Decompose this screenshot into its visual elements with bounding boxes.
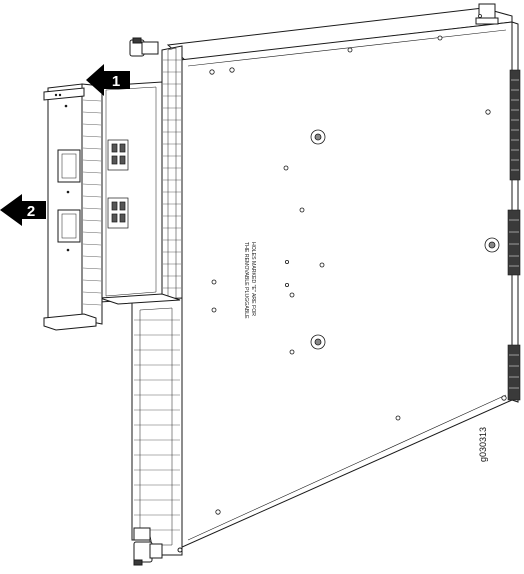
carrier-components — [107, 139, 129, 229]
figure-id-label: g030313 — [478, 427, 488, 462]
line-card-board — [166, 7, 519, 549]
module-side-hatching — [82, 99, 102, 306]
callout-number-2: 2 — [27, 203, 35, 220]
callout-number-1: 1 — [112, 73, 120, 90]
board-screw-holes — [209, 14, 507, 515]
callout-arrow-2: 2 — [0, 194, 46, 226]
midplane-connector-lower — [507, 344, 521, 401]
module-carrier — [99, 81, 181, 305]
midplane-connector-middle — [507, 209, 521, 276]
bottom-ejector-handle — [133, 527, 183, 566]
board-marking-line-1: HOLES MARKED "E" ARE FOR — [250, 242, 256, 316]
board-marking-line-2: THE REMOVABLE PLUGGABLE — [243, 242, 249, 319]
midplane-connector-upper — [509, 69, 521, 181]
card-faceplate — [131, 45, 183, 556]
top-ejector-handle — [129, 37, 159, 57]
faceplate-hatching — [134, 59, 181, 531]
extracted-module — [43, 83, 103, 331]
board-marking-label: HOLES MARKED "E" ARE FOR THE REMOVABLE P… — [243, 242, 256, 319]
card-top-latch — [475, 3, 499, 25]
module-indicators — [54, 93, 70, 252]
module-ports — [57, 149, 81, 243]
callout-arrow-1: 1 — [86, 64, 130, 96]
